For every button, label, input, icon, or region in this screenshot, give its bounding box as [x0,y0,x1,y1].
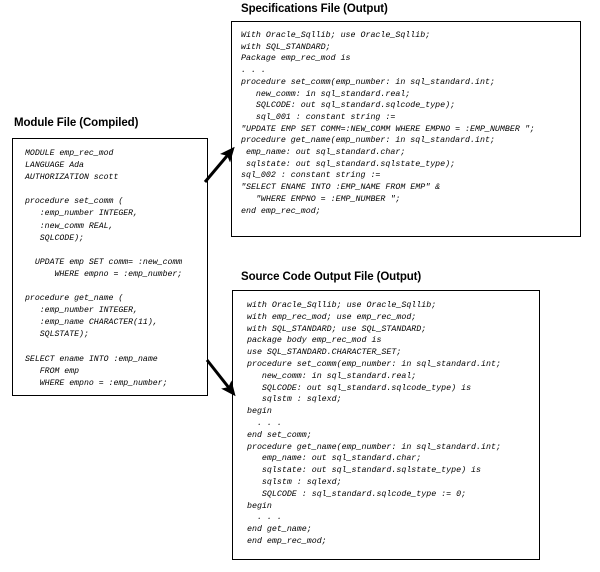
module-file-code: MODULE emp_rec_mod LANGUAGE Ada AUTHORIZ… [25,149,183,388]
specifications-file-box: With Oracle_Sqllib; use Oracle_Sqllib; w… [231,21,581,237]
module-file-box: MODULE emp_rec_mod LANGUAGE Ada AUTHORIZ… [12,138,208,396]
source-code-output-file-code: with Oracle_Sqllib; use Oracle_Sqllib; w… [247,301,501,546]
source-code-output-file-title: Source Code Output File (Output) [241,271,422,283]
arrow-module-to-spec [203,146,235,183]
module-file-title: Module File (Compiled) [14,117,139,129]
arrow-module-to-source [205,359,236,397]
specifications-file-title: Specifications File (Output) [241,3,388,15]
source-code-output-file-box: with Oracle_Sqllib; use Oracle_Sqllib; w… [232,290,540,560]
specifications-file-code: With Oracle_Sqllib; use Oracle_Sqllib; w… [241,31,535,216]
